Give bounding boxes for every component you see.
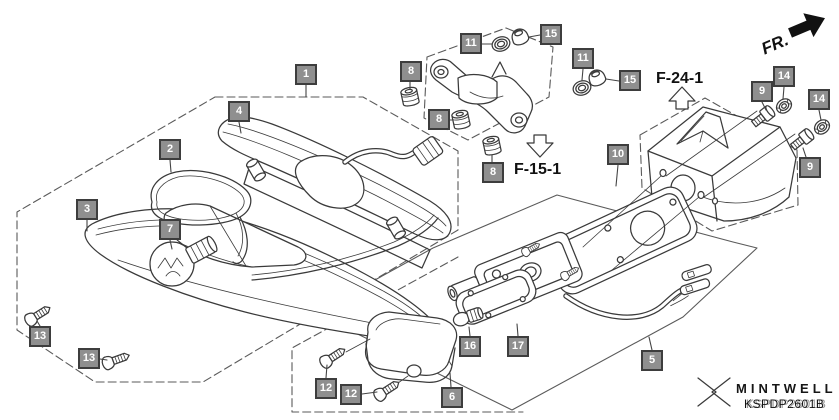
fr-direction-marker: FR. bbox=[759, 13, 825, 58]
f15-down-arrow-icon bbox=[526, 134, 554, 158]
assembly-line bbox=[397, 375, 409, 384]
bolt-axis-line bbox=[665, 110, 758, 177]
callout-12: 12 bbox=[340, 384, 362, 405]
seal-part bbox=[150, 170, 439, 281]
callout-7: 7 bbox=[159, 219, 181, 240]
group-plane-cover bbox=[291, 256, 524, 413]
leader-line-12 bbox=[325, 364, 328, 379]
callout-1: 1 bbox=[295, 64, 317, 85]
leader-line-13 bbox=[99, 358, 108, 361]
leader-line-11 bbox=[581, 68, 584, 81]
callout-13: 13 bbox=[29, 326, 51, 347]
callout-leader-lines bbox=[36, 34, 822, 395]
leader-line-9 bbox=[761, 101, 767, 111]
leader-line-14 bbox=[782, 86, 785, 100]
leader-line-7 bbox=[169, 239, 173, 250]
grommet-part bbox=[481, 134, 503, 157]
wire-connectors-part bbox=[670, 264, 712, 307]
callout-14: 14 bbox=[808, 89, 830, 110]
leader-line-6 bbox=[449, 372, 452, 388]
callout-6: 6 bbox=[441, 387, 463, 408]
group-plane-taillight bbox=[16, 96, 459, 383]
brand-logo-icon bbox=[697, 377, 731, 407]
frame-ref-f15: F-15-1 bbox=[514, 161, 561, 178]
leader-line-5 bbox=[648, 336, 653, 351]
nut-part bbox=[509, 26, 531, 48]
frame-ref-f24: F-24-1 bbox=[656, 70, 703, 87]
callout-13: 13 bbox=[78, 348, 100, 369]
screw-part bbox=[22, 301, 54, 329]
harness-connector bbox=[412, 136, 444, 166]
callout-2: 2 bbox=[159, 139, 181, 160]
f24-up-arrow-icon bbox=[668, 86, 696, 110]
callout-10: 10 bbox=[607, 144, 629, 165]
screw-part bbox=[371, 376, 403, 404]
leader-line-10 bbox=[615, 164, 619, 187]
callout-3: 3 bbox=[76, 199, 98, 220]
assembly-line bbox=[611, 196, 700, 271]
callout-16: 16 bbox=[459, 336, 481, 357]
leader-line-2 bbox=[169, 159, 172, 173]
washer-part bbox=[489, 33, 513, 55]
callout-15: 15 bbox=[540, 24, 562, 45]
callout-8: 8 bbox=[400, 61, 422, 82]
leader-line-17 bbox=[516, 323, 519, 337]
leader-line-4 bbox=[238, 121, 242, 134]
callout-11: 11 bbox=[460, 33, 482, 54]
fr-label: FR. bbox=[759, 30, 792, 58]
callout-17: 17 bbox=[507, 336, 529, 357]
flange-nut-part bbox=[773, 95, 795, 117]
leader-line-15 bbox=[528, 34, 541, 38]
license-light-cover-part bbox=[364, 311, 458, 383]
callout-14: 14 bbox=[773, 66, 795, 87]
callout-9: 9 bbox=[799, 157, 821, 178]
leader-line-14 bbox=[818, 109, 822, 121]
screw-part bbox=[317, 343, 349, 371]
callout-4: 4 bbox=[228, 101, 250, 122]
grommet-part bbox=[450, 108, 472, 131]
leader-line-12 bbox=[361, 391, 378, 395]
bolt-axis-line bbox=[703, 133, 796, 198]
assembly-line bbox=[582, 175, 662, 248]
leader-line-13 bbox=[36, 320, 41, 327]
callout-11: 11 bbox=[572, 48, 594, 69]
brand-name: MINTWELL bbox=[736, 381, 837, 396]
taillight-unit-part bbox=[217, 116, 452, 269]
diagram-part-code: KSPDP2601B bbox=[744, 397, 825, 411]
mounting-bracket-part bbox=[429, 58, 533, 134]
bulb-part bbox=[149, 235, 218, 287]
leader-line-16 bbox=[468, 326, 471, 337]
callout-12: 12 bbox=[315, 378, 337, 399]
flange-nut-part bbox=[811, 116, 833, 138]
fr-arrow-icon bbox=[788, 13, 825, 38]
assembly-line bbox=[345, 338, 371, 353]
callout-5: 5 bbox=[641, 350, 663, 371]
callout-15: 15 bbox=[619, 70, 641, 91]
leader-line-9 bbox=[802, 147, 807, 158]
group-box-housing bbox=[639, 97, 799, 232]
callout-9: 9 bbox=[751, 81, 773, 102]
bolt-part bbox=[788, 126, 816, 153]
group-box-bracket bbox=[423, 27, 554, 141]
callout-8: 8 bbox=[482, 162, 504, 183]
callout-8: 8 bbox=[428, 109, 450, 130]
license-bulb-part bbox=[452, 307, 484, 327]
taillight-housing-part bbox=[647, 106, 797, 222]
group-plane-license bbox=[314, 194, 758, 411]
leader-line-15 bbox=[605, 78, 620, 82]
